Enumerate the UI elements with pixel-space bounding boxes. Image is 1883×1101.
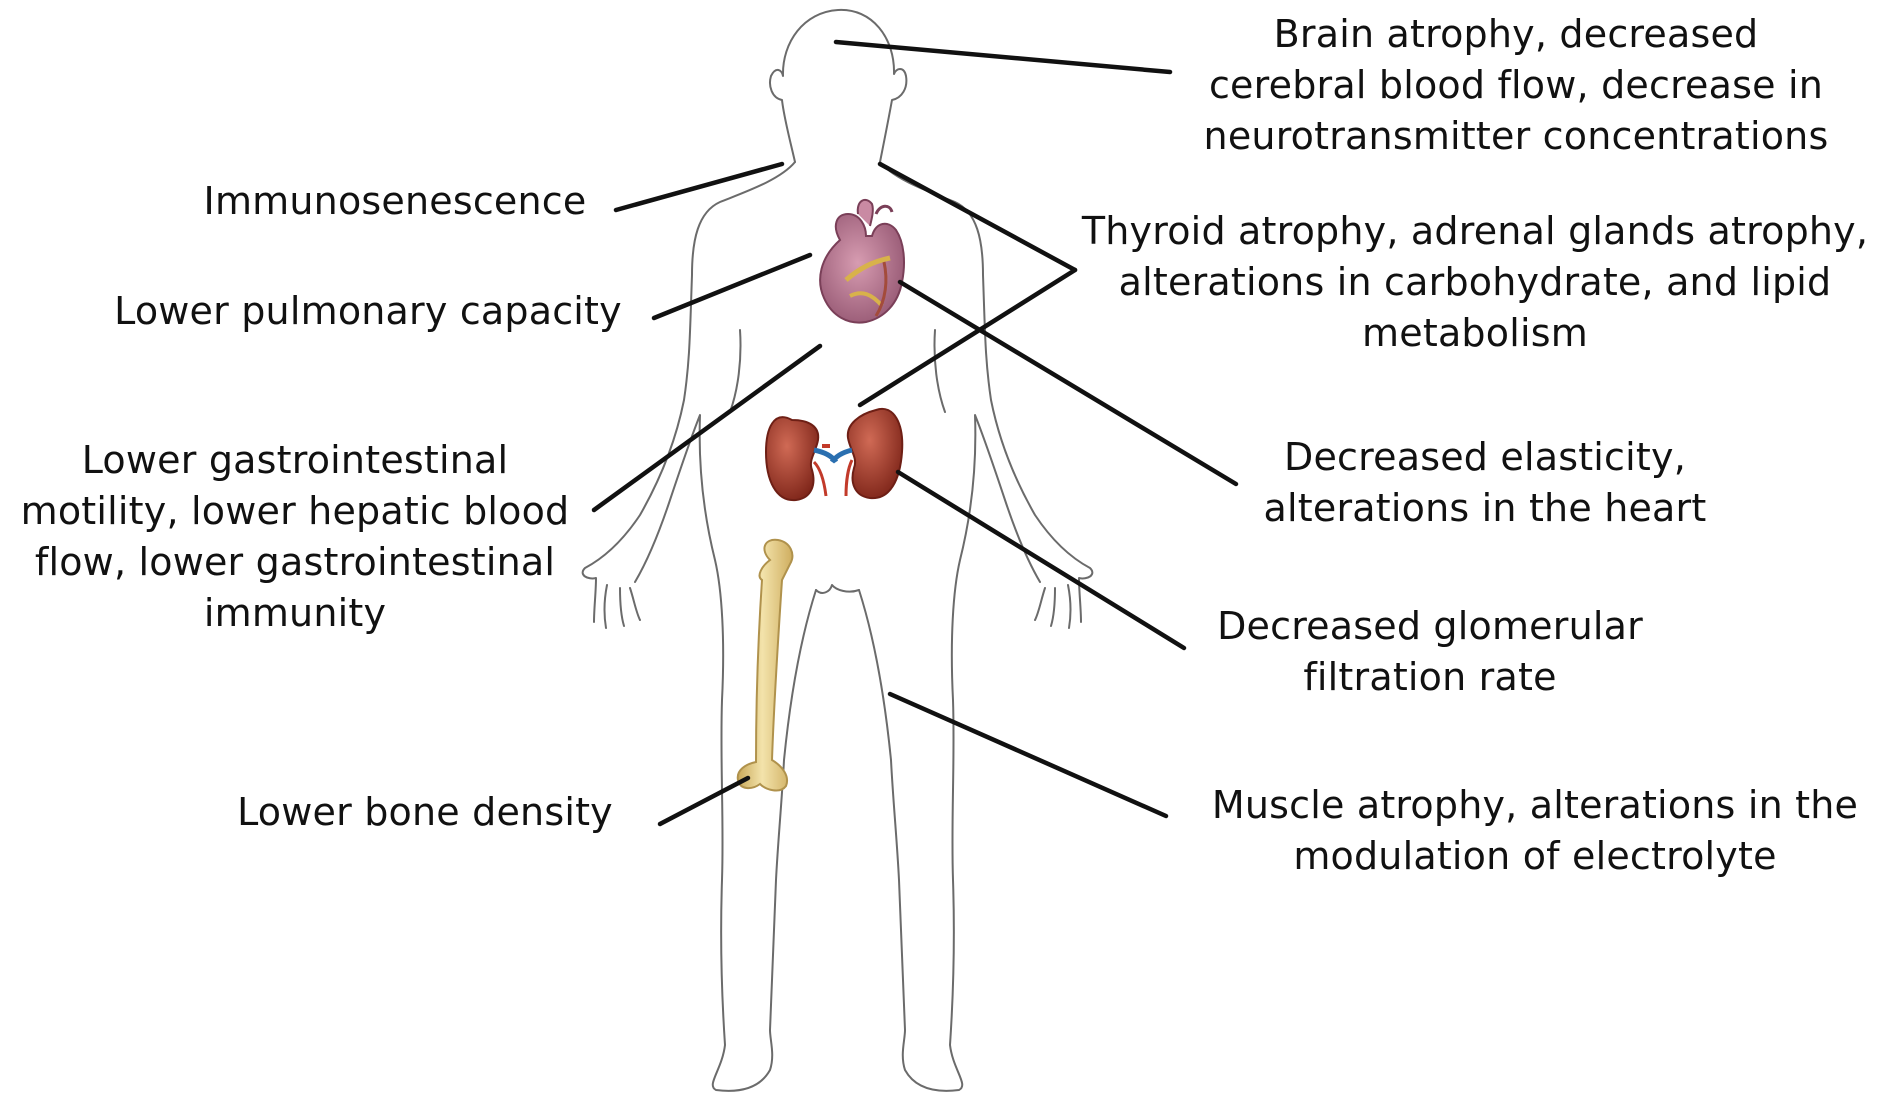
label-muscle-line-1: Muscle atrophy, alterations in the [1190,780,1880,831]
leader-pulmonary [654,255,810,318]
label-thyroid: Thyroid atrophy, adrenal glands atrophy,… [1075,206,1875,359]
leader-lines [594,42,1236,824]
label-gastrointestinal-line-4: immunity [0,588,590,639]
human-body-outline [583,10,1093,1091]
label-thyroid-line-3: metabolism [1075,308,1875,359]
right-kidney [848,409,902,498]
label-thyroid-line-1: Thyroid atrophy, adrenal glands atrophy, [1075,206,1875,257]
label-muscle-line-2: modulation of electrolyte [1190,831,1880,882]
label-brain-line-2: cerebral blood flow, decrease in [1196,60,1836,111]
label-gastrointestinal-line-2: motility, lower hepatic blood [0,486,590,537]
label-kidney: Decreased glomerular filtration rate [1180,601,1680,703]
label-gastrointestinal-line-1: Lower gastrointestinal [0,435,590,486]
leader-bone [660,778,748,824]
label-pulmonary-line-1: Lower pulmonary capacity [108,286,628,337]
label-kidney-line-2: filtration rate [1180,652,1680,703]
label-muscle: Muscle atrophy, alterations in the modul… [1190,780,1880,882]
kidneys-organ [766,409,902,500]
label-gastrointestinal-line-3: flow, lower gastrointestinal [0,537,590,588]
label-pulmonary: Lower pulmonary capacity [108,286,628,337]
head-outline [770,10,906,162]
label-thyroid-line-2: alterations in carbohydrate, and lipid [1075,257,1875,308]
leader-brain [836,42,1170,72]
label-heart-line-1: Decreased elasticity, [1220,432,1750,483]
label-gastrointestinal: Lower gastrointestinal motility, lower h… [0,435,590,639]
label-kidney-line-1: Decreased glomerular [1180,601,1680,652]
label-heart-line-2: alterations in the heart [1220,483,1750,534]
heart-organ [820,200,904,323]
label-brain: Brain atrophy, decreased cerebral blood … [1196,9,1836,162]
leader-kidney [898,472,1184,648]
label-bone-line-1: Lower bone density [220,787,630,838]
left-kidney [766,417,818,500]
leader-thyroid-top [880,164,1075,270]
label-brain-line-1: Brain atrophy, decreased [1196,9,1836,60]
label-bone: Lower bone density [220,787,630,838]
label-heart: Decreased elasticity, alterations in the… [1220,432,1750,534]
leader-muscle [890,694,1166,816]
crotch-outline [816,585,859,593]
label-brain-line-3: neurotransmitter concentrations [1196,111,1836,162]
label-immunosenescence-line-1: Immunosenescence [200,176,590,227]
right-inner-arm [934,330,945,412]
label-immunosenescence: Immunosenescence [200,176,590,227]
left-inner-arm [730,330,741,412]
